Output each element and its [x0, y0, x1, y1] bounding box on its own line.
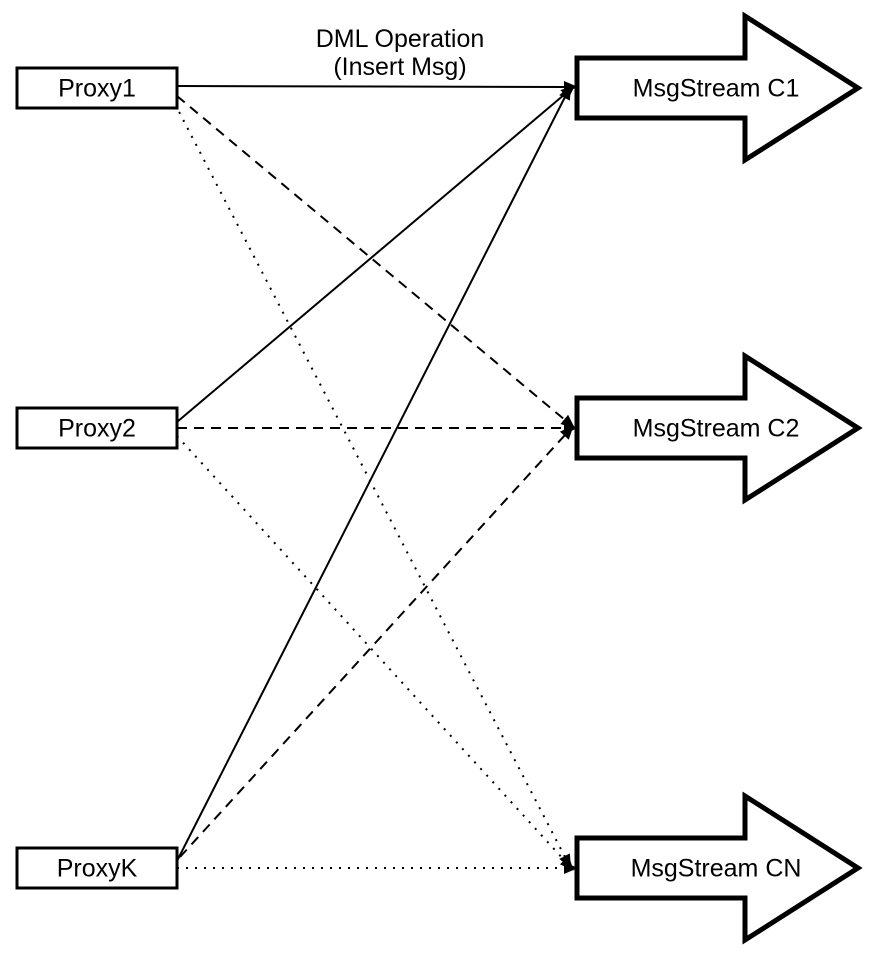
msgstream-cn-arrow [574, 791, 863, 945]
msgstream-c2-arrow [574, 351, 863, 505]
msgstream-c1-arrow [574, 11, 863, 165]
edge-proxyk-c2 [179, 425, 574, 858]
edge-proxy1-c1 [176, 80, 578, 93]
msgstream-cn-label: MsgStream CN [631, 855, 802, 883]
proxy2-box [15, 406, 179, 450]
dml-annotation-line2: (Insert Msg) [333, 53, 466, 81]
edge-proxy2-c1 [176, 85, 575, 423]
msgstream-c2-label: MsgStream C2 [633, 415, 800, 443]
proxyk-label: ProxyK [57, 855, 138, 883]
proxyk-box [15, 846, 179, 890]
proxy2-label: Proxy2 [58, 415, 136, 443]
proxy1-label: Proxy1 [58, 75, 136, 103]
dml-annotation-line1: DML Operation [316, 25, 485, 53]
edge-proxyk-c1 [176, 85, 571, 862]
msgstream-c1-label: MsgStream C1 [633, 75, 800, 103]
proxy1-box [15, 66, 179, 110]
